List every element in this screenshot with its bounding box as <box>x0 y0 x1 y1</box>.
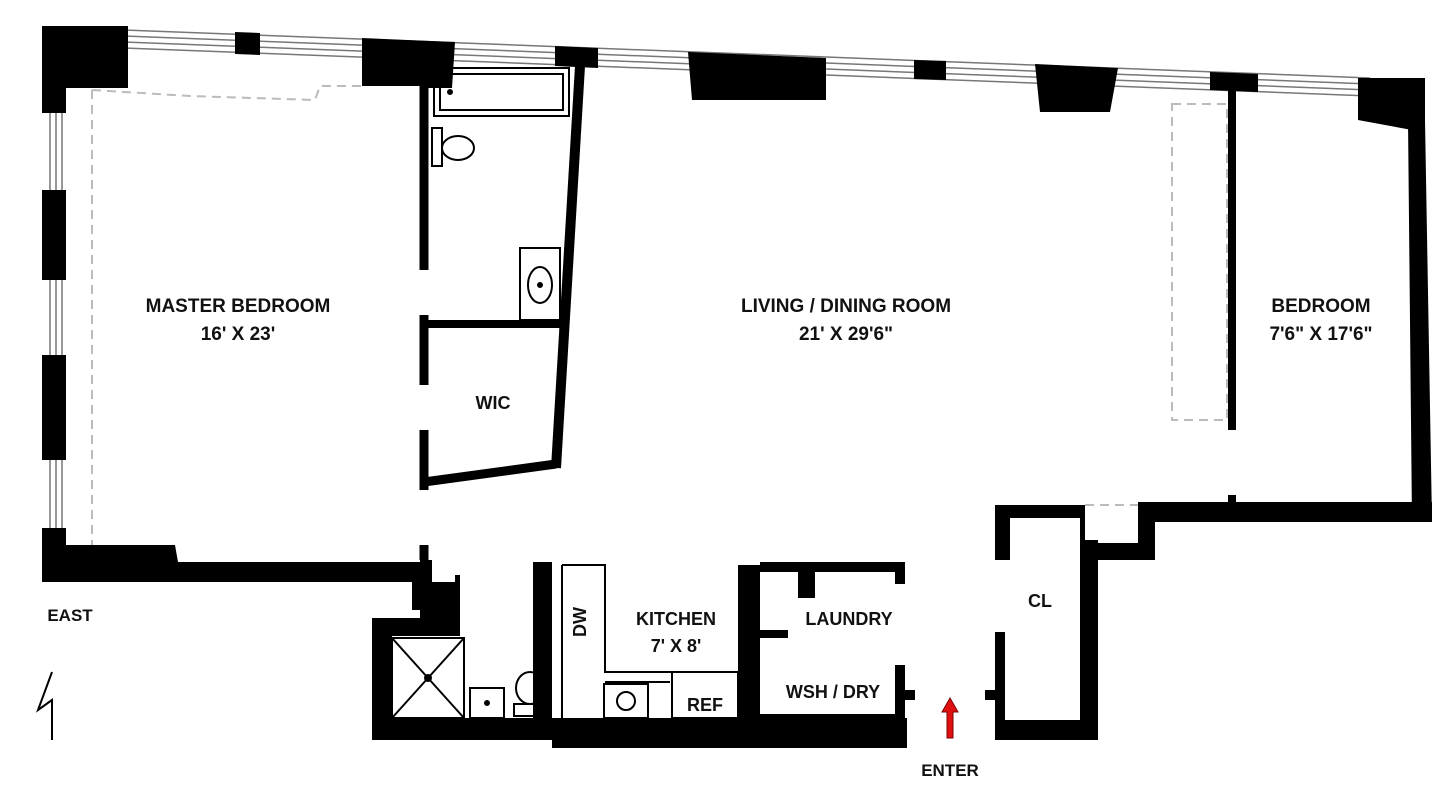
master-bedroom-name: MASTER BEDROOM <box>146 296 331 317</box>
living-room-size: 21' X 29'6" <box>799 324 893 345</box>
bathtub <box>433 67 570 117</box>
orientation-label: EAST <box>47 606 93 625</box>
laundry-label: LAUNDRY <box>805 609 892 629</box>
dashed-lines <box>91 85 1228 545</box>
north-arrow-icon <box>35 671 53 740</box>
kitchen-counter <box>561 564 739 719</box>
kitchen-size: 7' X 8' <box>651 636 702 656</box>
interior-walls <box>419 62 1236 560</box>
sink-lower <box>469 687 505 719</box>
entrance-label: ENTER <box>921 761 979 780</box>
room-labels: MASTER BEDROOM 16' X 23' LIVING / DINING… <box>47 296 1372 780</box>
master-bedroom-size: 16' X 23' <box>201 324 276 345</box>
wic-label: WIC <box>476 393 511 413</box>
closet-label: CL <box>1028 591 1052 611</box>
entrance-arrow-icon <box>941 696 959 739</box>
bedroom-size: 7'6" X 17'6" <box>1269 324 1372 345</box>
refrigerator-label: REF <box>687 695 723 715</box>
toilet-upper <box>431 127 475 167</box>
dishwasher-label: DW <box>570 607 590 637</box>
bedroom-name: BEDROOM <box>1271 296 1370 317</box>
west-windows <box>49 105 63 545</box>
shower <box>391 637 465 719</box>
exterior-walls <box>42 26 1432 748</box>
wsh-dry-label: WSH / DRY <box>786 682 880 702</box>
living-room-name: LIVING / DINING ROOM <box>741 296 951 317</box>
kitchen-name: KITCHEN <box>636 609 716 629</box>
toilet-lower <box>513 671 547 717</box>
sink-upper <box>519 247 561 321</box>
